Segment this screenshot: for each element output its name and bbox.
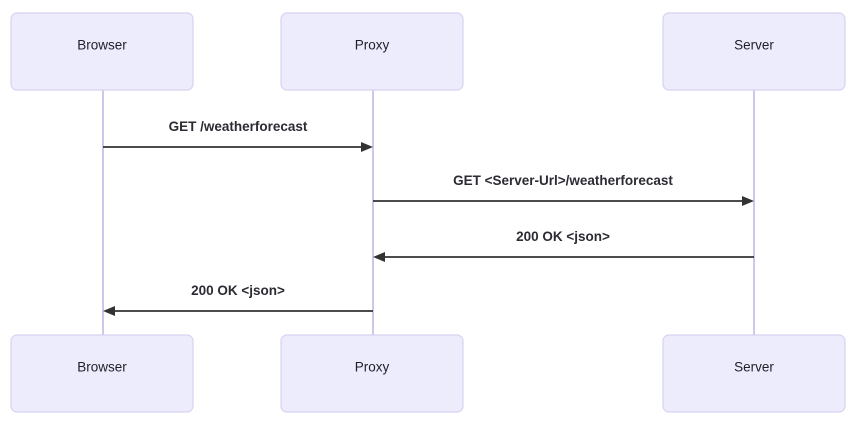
message-3-200-ok-json[interactable]: 200 OK <json> [373, 229, 754, 262]
participant-box-proxy-bottom[interactable]: Proxy [280, 334, 464, 413]
participant-rect-proxy-top[interactable] [280, 12, 464, 91]
participant-label-browser-bottom: Browser [77, 360, 127, 375]
messages-group: GET /weatherforecast GET <Server-Url>/we… [103, 119, 754, 316]
participant-label-proxy-bottom: Proxy [355, 360, 390, 375]
message-2-get-server-url-weatherforecast[interactable]: GET <Server-Url>/weatherforecast [373, 173, 754, 206]
participant-box-browser-top[interactable]: Browser [10, 12, 194, 91]
message-4-200-ok-json[interactable]: 200 OK <json> [103, 283, 373, 316]
participant-rect-proxy-bottom[interactable] [280, 334, 464, 413]
message-1-arrowhead-right-icon [361, 142, 373, 152]
message-2-arrowhead-right-icon [742, 196, 754, 206]
participant-box-server-top[interactable]: Server [662, 12, 846, 91]
participant-rect-server-bottom[interactable] [662, 334, 846, 413]
participant-box-proxy-top[interactable]: Proxy [280, 12, 464, 91]
participant-rect-browser-bottom[interactable] [10, 334, 194, 413]
participant-box-browser-bottom[interactable]: Browser [10, 334, 194, 413]
participant-label-browser-top: Browser [77, 38, 127, 53]
lifelines-group [102, 90, 755, 336]
message-3-label: 200 OK <json> [516, 229, 610, 244]
message-4-arrowhead-left-icon [103, 306, 115, 316]
participant-rect-browser-top[interactable] [10, 12, 194, 91]
participants-bottom-group: Browser Proxy Server [10, 334, 846, 413]
message-1-get-weatherforecast[interactable]: GET /weatherforecast [103, 119, 373, 152]
message-3-arrowhead-left-icon [373, 252, 385, 262]
message-1-label: GET /weatherforecast [169, 119, 308, 134]
message-4-label: 200 OK <json> [191, 283, 285, 298]
participant-label-server-bottom: Server [734, 360, 774, 375]
participant-rect-server-top[interactable] [662, 12, 846, 91]
participants-top-group: Browser Proxy Server [10, 12, 846, 91]
participant-box-server-bottom[interactable]: Server [662, 334, 846, 413]
participant-label-server-top: Server [734, 38, 774, 53]
participant-label-proxy-top: Proxy [355, 38, 390, 53]
message-2-label: GET <Server-Url>/weatherforecast [453, 173, 673, 188]
